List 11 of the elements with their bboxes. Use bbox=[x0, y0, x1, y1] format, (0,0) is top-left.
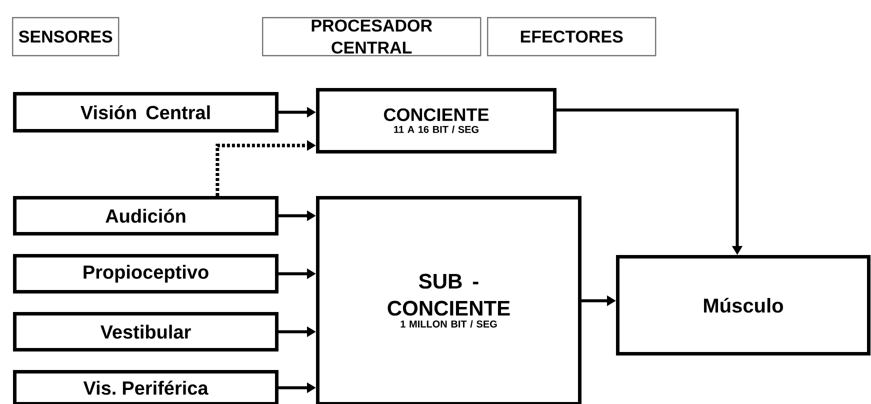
process-box: SUB - CONCIENTE 1 MILLON BIT / SEG bbox=[316, 196, 582, 404]
header-box: PROCESADOR CENTRAL bbox=[262, 17, 482, 56]
effector-box: Músculo bbox=[616, 255, 870, 356]
sensor-box: Propioceptivo bbox=[13, 254, 278, 294]
sensor-box: Vestibular bbox=[13, 312, 278, 352]
header-box: EFECTORES bbox=[487, 17, 656, 56]
sensor-box: Vis. Periférica bbox=[13, 370, 278, 404]
sensor-box: Audición bbox=[13, 196, 278, 236]
sensor-box: Visión Central bbox=[13, 92, 278, 132]
process-box: CONCIENTE 11 A 16 BIT / SEG bbox=[316, 88, 556, 154]
header-box: SENSORES bbox=[12, 17, 120, 56]
